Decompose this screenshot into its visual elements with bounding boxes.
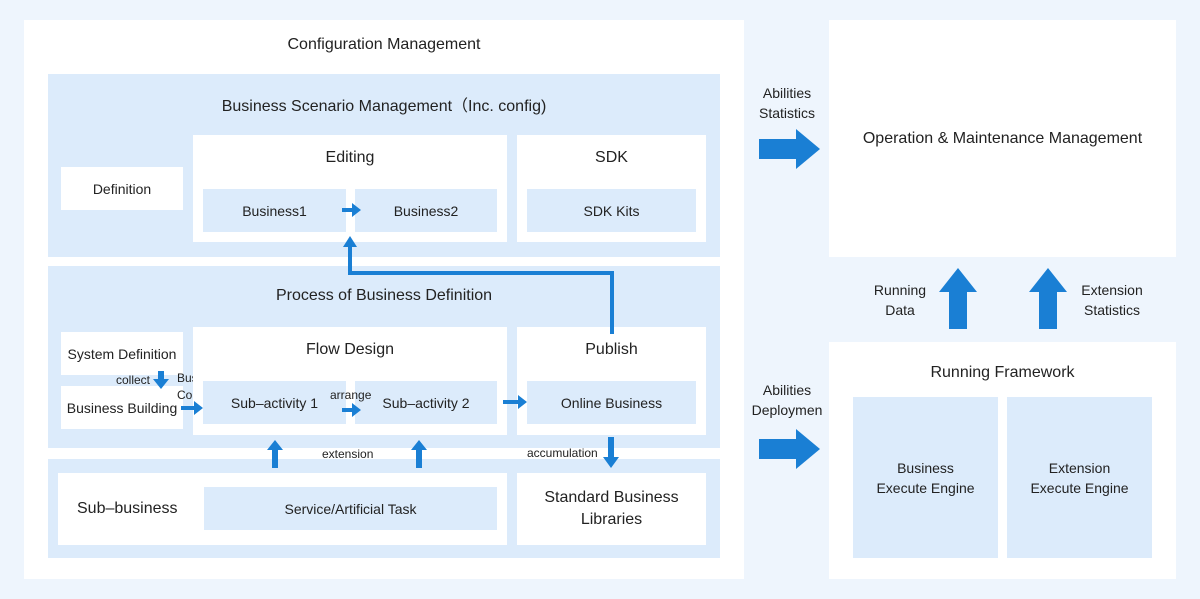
business-execute-engine-box[interactable]: Business Execute Engine [853,397,998,558]
arrange-label: arrange [330,388,372,402]
business-building-box[interactable]: Business Building [61,386,183,429]
extension-statistics-label: Extension Statistics [1081,282,1143,318]
extension-statistics-arrow [1029,268,1067,329]
sub-activity-2-box[interactable]: Sub–activity 2 [355,381,497,424]
operation-maintenance-panel[interactable]: Operation & Maintenance Management [829,20,1176,257]
extension-label: extension [322,447,374,461]
definition-box[interactable]: Definition [61,167,183,210]
running-framework-title: Running Framework [930,364,1075,381]
flow-design-title: Flow Design [305,341,395,358]
system-definition-box[interactable]: System Definition [61,332,183,375]
service-artificial-task-box[interactable]: Service/Artificial Task [204,487,497,530]
running-data-label: Running Data [873,282,927,318]
abilities-deployment-arrow [759,429,820,469]
extension-execute-engine-box[interactable]: Extension Execute Engine [1007,397,1152,558]
collect-label: collect [116,373,151,387]
abilities-deployment-label: Abilities Deploymen [751,382,823,418]
business1-box[interactable]: Business1 [203,189,346,232]
running-data-arrow [939,268,977,329]
sub-activity-1-box[interactable]: Sub–activity 1 [203,381,346,424]
sdk-kits-box[interactable]: SDK Kits [527,189,696,232]
business-scenario-title: Business Scenario Management（Inc. config… [221,98,547,115]
process-title: Process of Business Definition [275,287,493,304]
business2-box[interactable]: Business2 [355,189,497,232]
accumulation-label: accumulation [527,446,598,460]
abilities-statistics-arrow [759,129,820,169]
abilities-statistics-label: Abilities Statistics [758,85,815,121]
sdk-title: SDK [595,149,628,166]
standard-business-libraries-box[interactable]: Standard Business Libraries [517,473,706,545]
sub-business-label: Sub–business [77,500,178,517]
configuration-management-title: Configuration Management [287,36,481,53]
editing-title: Editing [325,149,375,166]
online-business-box[interactable]: Online Business [527,381,696,424]
publish-title: Publish [585,341,638,358]
